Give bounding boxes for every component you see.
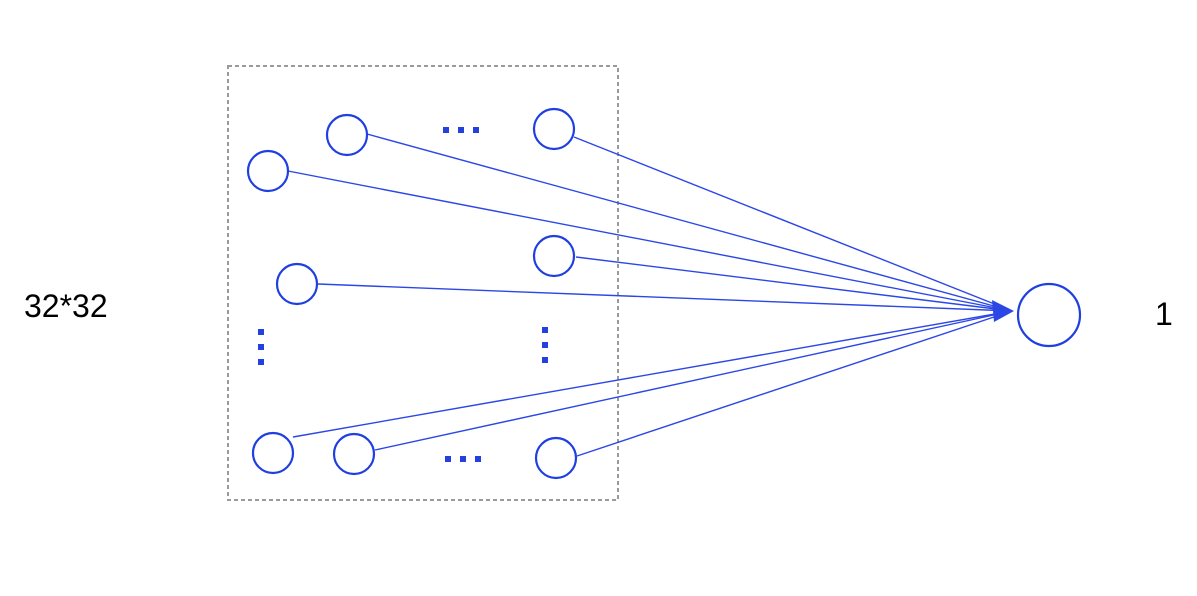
input-node: [332, 432, 376, 476]
input-node: [246, 149, 290, 193]
dot: [258, 359, 264, 365]
dot: [542, 357, 548, 363]
edge: [292, 310, 1013, 438]
output-node: [1016, 282, 1082, 348]
edge: [576, 310, 1013, 457]
ellipsis-top: [443, 127, 479, 133]
dot: [473, 127, 479, 133]
dot: [460, 456, 466, 462]
dot: [542, 342, 548, 348]
input-node: [534, 436, 578, 480]
dot: [445, 456, 451, 462]
output-size-label: 1: [1155, 296, 1173, 332]
dot: [458, 127, 464, 133]
ellipsis-right-vertical: [542, 327, 548, 363]
input-node: [275, 262, 319, 306]
dot: [475, 456, 481, 462]
input-size-label: 32*32: [24, 288, 108, 324]
input-layer-box: [227, 65, 619, 501]
dot: [542, 327, 548, 333]
edge: [366, 133, 1013, 312]
edge: [374, 310, 1013, 451]
edge: [287, 170, 1013, 312]
arrowhead: [992, 300, 1014, 322]
input-nodes: [246, 107, 578, 480]
input-node: [532, 234, 576, 278]
dot: [258, 329, 264, 335]
ellipsis-bottom: [445, 456, 481, 462]
connections: [287, 133, 1013, 457]
input-node: [325, 113, 369, 157]
dot: [443, 127, 449, 133]
input-node: [532, 107, 576, 151]
dot: [258, 344, 264, 350]
ellipsis-left-vertical: [258, 329, 264, 365]
edge: [317, 283, 1013, 312]
input-node: [251, 431, 295, 475]
edge: [573, 136, 1013, 312]
edge: [575, 256, 1013, 312]
